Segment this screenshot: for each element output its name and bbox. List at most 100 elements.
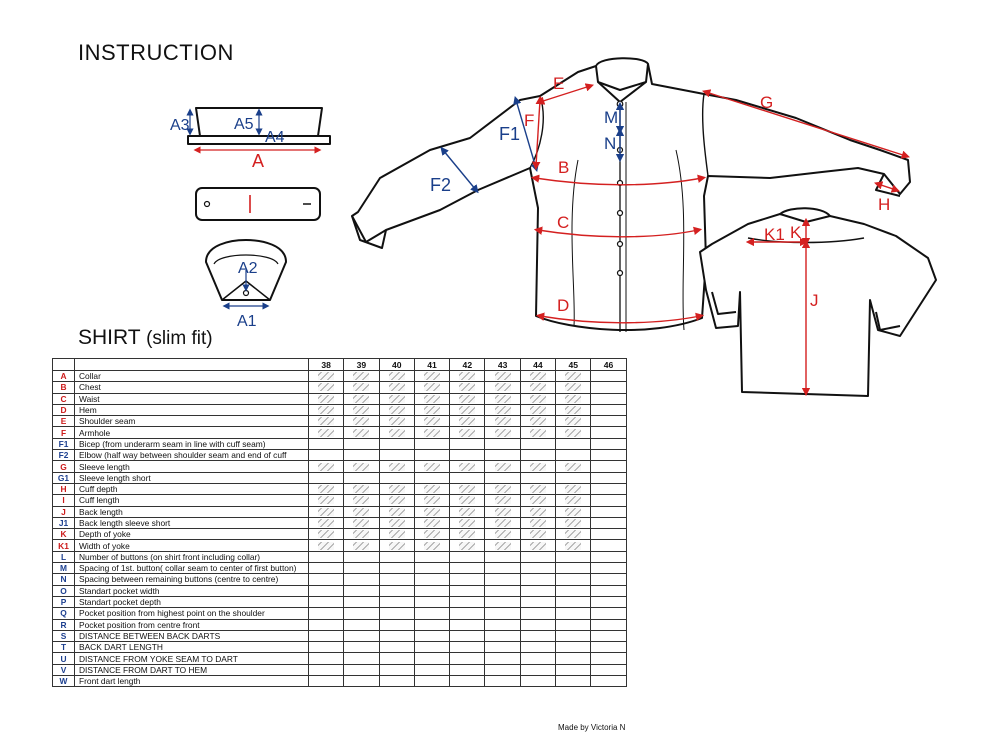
m-label: M xyxy=(604,108,618,127)
size-value-cell xyxy=(519,618,557,631)
size-value-cell xyxy=(307,562,345,575)
size-value-cell xyxy=(449,550,486,564)
size-value-cell xyxy=(449,663,486,677)
size-value-cell xyxy=(519,528,557,541)
size-value-cell xyxy=(519,426,557,439)
size-value-cell xyxy=(413,449,451,462)
size-value-cell xyxy=(519,449,557,462)
size-value-cell xyxy=(590,595,627,609)
size-value-cell xyxy=(555,494,592,507)
size-value-cell xyxy=(555,403,592,417)
size-value-cell xyxy=(555,675,592,688)
size-value-cell xyxy=(590,629,627,643)
d-label: D xyxy=(557,296,569,315)
f2-label: F2 xyxy=(430,175,451,195)
size-value-cell xyxy=(307,471,345,484)
size-value-cell xyxy=(307,573,345,586)
measurement-description: Cuff length xyxy=(74,494,309,507)
size-value-cell xyxy=(449,573,486,586)
size-value-cell xyxy=(413,663,451,677)
size-value-cell xyxy=(449,528,486,541)
size-value-cell xyxy=(484,550,521,564)
measurement-description: Chest xyxy=(74,381,309,394)
size-value-cell xyxy=(590,539,627,552)
size-value-cell xyxy=(590,415,627,428)
size-value-cell xyxy=(484,539,521,552)
size-value-cell xyxy=(590,482,627,496)
size-value-cell xyxy=(449,494,486,507)
size-value-cell xyxy=(449,562,486,575)
size-value-cell xyxy=(378,403,415,417)
measurement-code: D xyxy=(52,403,75,417)
size-value-cell xyxy=(484,562,521,575)
shirt-table-title: SHIRT (slim fit) xyxy=(78,326,213,350)
size-value-cell xyxy=(413,584,451,597)
size-value-cell xyxy=(519,494,557,507)
size-value-cell xyxy=(378,471,415,484)
size-value-cell xyxy=(307,415,345,428)
size-value-cell xyxy=(590,505,627,518)
size-value-cell xyxy=(307,460,345,473)
size-value-cell xyxy=(343,392,380,405)
size-value-cell xyxy=(484,403,521,417)
size-value-cell xyxy=(378,641,415,654)
measurement-code: V xyxy=(52,663,75,677)
measurement-description: Armhole xyxy=(74,426,309,439)
size-header: 41 xyxy=(413,358,451,371)
size-value-cell xyxy=(555,550,592,564)
measurement-description: Bicep (from underarm seam in line with c… xyxy=(74,437,309,451)
size-value-cell xyxy=(555,437,592,451)
size-value-cell xyxy=(413,437,451,451)
size-value-cell xyxy=(413,675,451,688)
size-value-cell xyxy=(449,584,486,597)
size-value-cell xyxy=(519,460,557,473)
size-value-cell xyxy=(413,471,451,484)
size-header: 45 xyxy=(555,358,592,371)
size-value-cell xyxy=(413,415,451,428)
size-value-cell xyxy=(449,437,486,451)
size-value-cell xyxy=(413,562,451,575)
size-value-cell xyxy=(519,505,557,518)
size-value-cell xyxy=(519,641,557,654)
size-value-cell xyxy=(343,663,380,677)
size-value-cell xyxy=(343,369,380,383)
measurement-code: B xyxy=(52,381,75,394)
size-value-cell xyxy=(449,607,486,620)
size-value-cell xyxy=(307,663,345,677)
size-value-cell xyxy=(590,663,627,677)
size-header: 46 xyxy=(590,358,627,371)
size-value-cell xyxy=(555,595,592,609)
shirt-title-main: SHIRT xyxy=(78,326,141,349)
size-value-cell xyxy=(413,573,451,586)
size-value-cell xyxy=(449,381,486,394)
measurement-code: P xyxy=(52,595,75,609)
measurement-code: O xyxy=(52,584,75,597)
size-value-cell xyxy=(343,652,380,665)
size-value-cell xyxy=(413,369,451,383)
size-value-cell xyxy=(590,562,627,575)
measurement-code: W xyxy=(52,675,75,688)
measurement-code: Q xyxy=(52,607,75,620)
size-value-cell xyxy=(519,471,557,484)
a3-label: A3 xyxy=(170,117,190,134)
size-value-cell xyxy=(519,516,557,530)
a4-label: A4 xyxy=(265,129,285,146)
measurement-description: Sleeve length short xyxy=(74,471,309,484)
size-value-cell xyxy=(307,369,345,383)
size-value-cell xyxy=(519,607,557,620)
size-value-cell xyxy=(555,460,592,473)
size-value-cell xyxy=(519,550,557,564)
size-value-cell xyxy=(413,460,451,473)
size-value-cell xyxy=(484,629,521,643)
size-value-cell xyxy=(590,584,627,597)
size-value-cell xyxy=(484,426,521,439)
size-value-cell xyxy=(413,539,451,552)
size-value-cell xyxy=(343,460,380,473)
